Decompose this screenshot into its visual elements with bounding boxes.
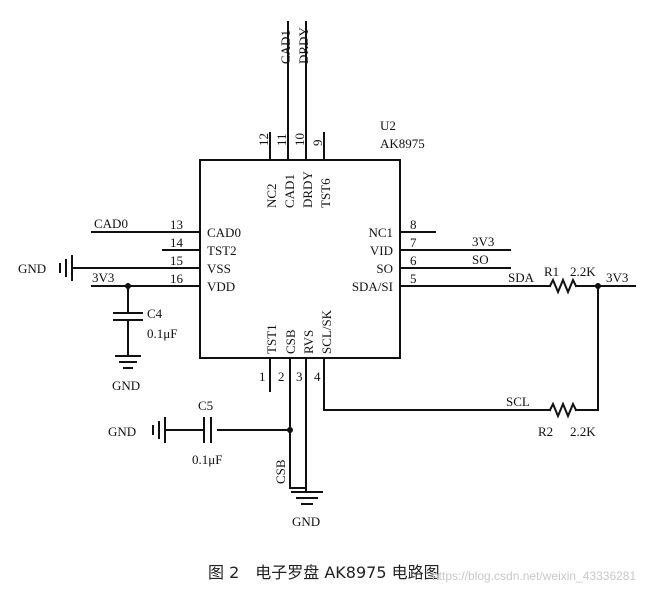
pin-12-name: NC2 bbox=[264, 183, 279, 208]
pin-13-num: 13 bbox=[170, 217, 183, 232]
r1-value: 2.2K bbox=[570, 264, 596, 279]
pin-5-name: SDA/SI bbox=[352, 279, 393, 294]
pin-15-name: VSS bbox=[207, 261, 231, 276]
net-csb-label: CSB bbox=[273, 459, 288, 484]
gnd-bottom-symbol bbox=[291, 491, 323, 505]
pin-8-name: NC1 bbox=[368, 225, 393, 240]
gnd-c4-symbol bbox=[115, 355, 141, 369]
net-so-label: SO bbox=[472, 252, 489, 267]
pin-5-num: 5 bbox=[410, 271, 417, 286]
pin-7-num: 7 bbox=[410, 235, 417, 250]
chip-part: AK8975 bbox=[380, 136, 425, 151]
figure-caption: 图 2 电子罗盘 AK8975 电路图 bbox=[208, 563, 440, 582]
gnd-left-label: GND bbox=[18, 261, 46, 276]
net-drdy-label: DRDY bbox=[296, 27, 311, 64]
net-3v3-vid-label: 3V3 bbox=[472, 234, 494, 249]
gnd-bottom-label: GND bbox=[292, 514, 320, 529]
watermark: https://blog.csdn.net/weixin_43336281 bbox=[432, 569, 636, 583]
net-3v3-right-label: 3V3 bbox=[606, 270, 628, 285]
pin-14-name: TST2 bbox=[207, 243, 237, 258]
gnd-left-symbol bbox=[59, 255, 73, 281]
pin-12-num: 12 bbox=[256, 133, 271, 146]
r2-resistor bbox=[548, 401, 578, 419]
pin-4-name: SCL/SK bbox=[319, 309, 334, 354]
c4-value: 0.1μF bbox=[147, 326, 177, 341]
pin-8-num: 8 bbox=[410, 217, 417, 232]
c4-ref: C4 bbox=[147, 306, 163, 321]
pin-9-name: TST6 bbox=[318, 178, 333, 208]
gnd-c5-label: GND bbox=[108, 424, 136, 439]
r1-ref: R1 bbox=[544, 264, 559, 279]
pin-1-name: TST1 bbox=[264, 324, 279, 354]
pin-13-name: CAD0 bbox=[207, 225, 241, 240]
pin-10-num: 10 bbox=[292, 133, 307, 146]
pin-3-num: 3 bbox=[296, 369, 303, 384]
pin-11-num: 11 bbox=[274, 133, 289, 146]
pin-10-name: DRDY bbox=[300, 171, 315, 208]
pin-11-name: CAD1 bbox=[282, 174, 297, 208]
net-scl-label: SCL bbox=[506, 394, 530, 409]
r2-value: 2.2K bbox=[570, 424, 596, 439]
gnd-c4-label: GND bbox=[112, 378, 140, 393]
net-cad1-label: CAD1 bbox=[278, 30, 293, 64]
r2-ref: R2 bbox=[538, 424, 553, 439]
pin-4-num: 4 bbox=[314, 369, 321, 384]
pin-7-name: VID bbox=[370, 243, 393, 258]
pin-2-name: CSB bbox=[283, 329, 298, 354]
pin-1-num: 1 bbox=[259, 369, 266, 384]
pin-14-num: 14 bbox=[170, 235, 184, 250]
pin-2-num: 2 bbox=[278, 369, 285, 384]
net-cad0-label: CAD0 bbox=[94, 216, 128, 231]
c5-value: 0.1μF bbox=[192, 452, 222, 467]
chip-ref: U2 bbox=[380, 118, 396, 133]
net-3v3-left-label: 3V3 bbox=[92, 270, 114, 285]
r1-resistor bbox=[548, 277, 578, 295]
pin-16-num: 16 bbox=[170, 271, 184, 286]
pin-3-name: RVS bbox=[301, 330, 316, 354]
net-sda-label: SDA bbox=[508, 270, 535, 285]
pin-9-num: 9 bbox=[310, 140, 325, 147]
pin-16-name: VDD bbox=[207, 279, 235, 294]
pin-15-num: 15 bbox=[170, 253, 183, 268]
gnd-c5-symbol bbox=[152, 417, 166, 443]
c5-ref: C5 bbox=[198, 398, 213, 413]
pin-6-num: 6 bbox=[410, 253, 417, 268]
pin-6-name: SO bbox=[376, 261, 393, 276]
chip-body bbox=[199, 159, 401, 359]
